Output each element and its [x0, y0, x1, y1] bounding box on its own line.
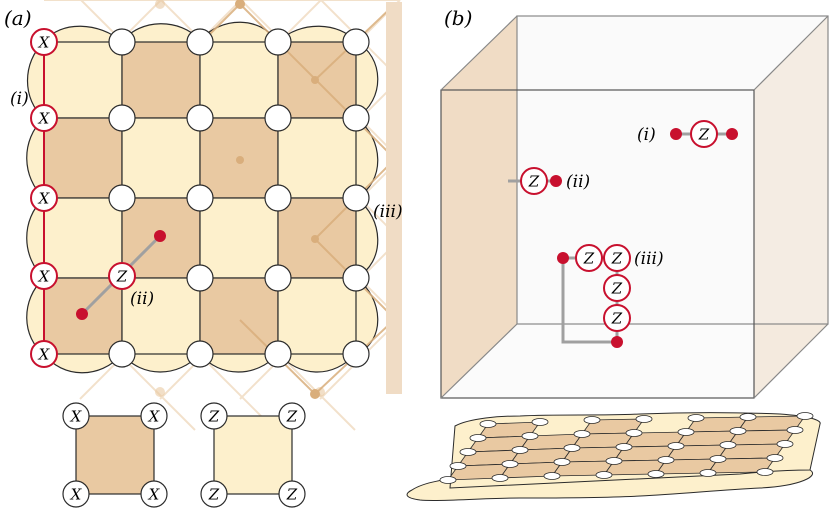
- z-qubit-label: Z: [528, 173, 540, 191]
- x-qubit: X: [30, 340, 58, 368]
- plaquette: [121, 117, 201, 199]
- z-qubit-label: Z: [611, 250, 623, 268]
- plaquette: [43, 41, 123, 119]
- plaquette: [199, 277, 279, 355]
- boundary-x-qubits: X X X X X: [30, 28, 58, 368]
- legend-x-label: X: [70, 408, 83, 426]
- qubit: [186, 340, 214, 368]
- dual-vertices-right: [235, 0, 320, 399]
- annotation-b-iii: (iii): [634, 249, 664, 269]
- plaquettes: [43, 41, 357, 355]
- annotation-iii: (iii): [373, 202, 403, 222]
- z-qubit-b-i: Z: [690, 120, 718, 148]
- annotation-ii: (ii): [130, 289, 154, 309]
- legend-z-label: Z: [208, 408, 220, 426]
- qubit: [186, 264, 214, 292]
- panel-b: (b) Z (i) Z (ii): [406, 6, 829, 502]
- qubit: [108, 28, 136, 56]
- qubit: [264, 28, 292, 56]
- qubit: [108, 104, 136, 132]
- qubit: [342, 104, 370, 132]
- qubit: [264, 340, 292, 368]
- qubit: [108, 340, 136, 368]
- x-qubit: X: [30, 262, 58, 290]
- z-qubit-label: Z: [611, 310, 623, 328]
- wall-bar-iii: [386, 2, 402, 394]
- qubit: [186, 184, 214, 212]
- z-qubit-label: Z: [611, 280, 623, 298]
- x-qubit-label: X: [38, 268, 51, 286]
- qubit: [186, 28, 214, 56]
- legend-z-label: Z: [286, 408, 298, 426]
- perspective-lattice-sheet: [406, 412, 821, 502]
- plaquette: [121, 41, 201, 119]
- z-qubit-label: Z: [116, 268, 128, 286]
- qubit: [342, 264, 370, 292]
- x-qubit-label: X: [38, 34, 51, 52]
- z-qubit-b-iii: Z: [603, 304, 631, 332]
- annotation-i: (i): [10, 89, 29, 109]
- string-b-i-end-right: [726, 128, 738, 140]
- z-qubit-b-iii: Z: [603, 244, 631, 272]
- plaquette: [199, 197, 279, 279]
- plaquette: [121, 277, 201, 355]
- cube-floor: [441, 324, 828, 398]
- qubit: [186, 104, 214, 132]
- x-qubit: X: [30, 104, 58, 132]
- z-qubit-ii: Z: [108, 262, 136, 290]
- panel-b-label: (b): [444, 6, 472, 30]
- plaquette: [43, 197, 123, 279]
- x-qubit: X: [30, 28, 58, 56]
- x-qubit: X: [30, 184, 58, 212]
- qubit: [342, 28, 370, 56]
- x-qubit-label: X: [38, 110, 51, 128]
- legend-z-plaquette: Z Z Z Z: [200, 402, 306, 508]
- legend-x-label: X: [148, 486, 161, 504]
- legend-z-label: Z: [208, 486, 220, 504]
- annotation-b-i: (i): [637, 125, 656, 145]
- qubit: [264, 264, 292, 292]
- plaquette: [199, 41, 279, 119]
- qubit: [342, 340, 370, 368]
- cube-edges: [440, 15, 829, 399]
- legend-x-label: X: [70, 486, 83, 504]
- string-b-i-end-left: [670, 128, 682, 140]
- plaquette: [43, 117, 123, 199]
- qubit: [264, 184, 292, 212]
- qubit: [264, 104, 292, 132]
- z-qubit-b-iii: Z: [575, 244, 603, 272]
- z-qubit-label: Z: [698, 126, 710, 144]
- string-b-iii-end-bottom: [611, 336, 623, 348]
- panel-a: (a): [4, 0, 403, 508]
- string-ii-end-bottom: [76, 308, 88, 320]
- cube-left-wall: [441, 16, 517, 398]
- string-b-ii-end: [550, 175, 562, 187]
- string-ii-end-top: [154, 230, 166, 242]
- qubit: [342, 184, 370, 212]
- qubit: [108, 184, 136, 212]
- x-qubit-label: X: [38, 346, 51, 364]
- x-qubit-label: X: [38, 190, 51, 208]
- qubits-plain: [108, 28, 370, 368]
- annotation-b-ii: (ii): [566, 172, 590, 192]
- z-qubit-label: Z: [583, 250, 595, 268]
- string-b-iii-end-top: [557, 252, 569, 264]
- plaquette: [277, 277, 357, 355]
- panel-a-label: (a): [4, 6, 32, 30]
- legend-z-label: Z: [286, 486, 298, 504]
- legend-x-label: X: [148, 408, 161, 426]
- z-qubit-b-ii: Z: [520, 167, 548, 195]
- z-qubit-b-iii: Z: [603, 274, 631, 302]
- legend-x-plaquette: X X X X: [62, 402, 168, 508]
- plaquette: [277, 117, 357, 199]
